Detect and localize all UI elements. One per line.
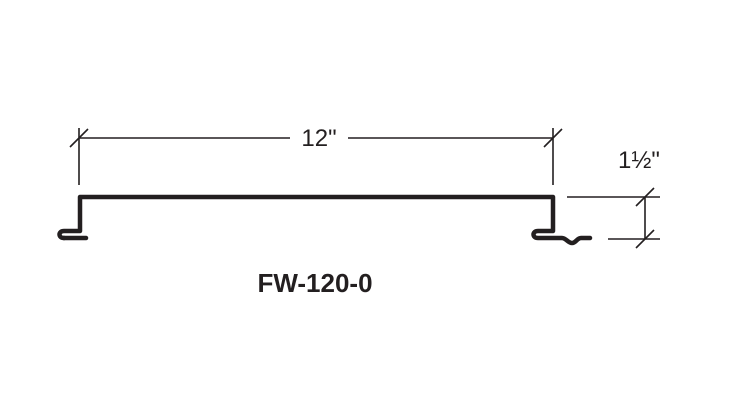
width-dimension: 12"	[69, 125, 563, 185]
width-tick-right	[543, 128, 563, 148]
part-label: FW-120-0	[257, 268, 372, 298]
height-tick-top	[635, 187, 655, 207]
height-dimension: 1½"	[567, 147, 660, 249]
height-tick-bottom	[635, 229, 655, 249]
height-dimension-label: 1½"	[618, 147, 660, 174]
panel-profile-shape	[57, 194, 593, 246]
width-tick-left	[69, 128, 89, 148]
width-dimension-label: 12"	[301, 125, 336, 152]
